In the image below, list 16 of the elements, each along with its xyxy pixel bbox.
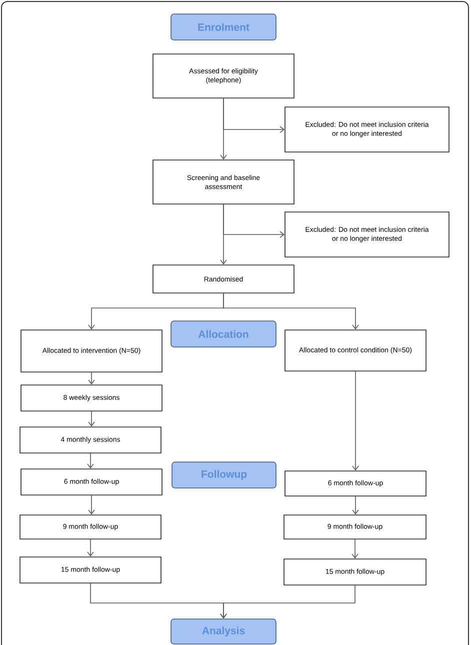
arrow — [223, 293, 359, 330]
arrow — [223, 98, 285, 133]
stage-header: Allocation — [170, 320, 276, 348]
arrow — [352, 371, 359, 471]
arrow — [352, 539, 358, 559]
stage-header: Followup — [172, 462, 276, 488]
arrow — [88, 411, 95, 427]
arrow — [88, 372, 95, 385]
stage-header: Enrolment — [170, 14, 276, 40]
arrow — [88, 495, 95, 515]
arrow — [87, 539, 94, 557]
arrow — [87, 453, 94, 469]
arrow — [352, 496, 359, 515]
arrow — [220, 585, 356, 619]
arrow — [223, 204, 285, 238]
stage-header: Analysis — [170, 618, 276, 644]
